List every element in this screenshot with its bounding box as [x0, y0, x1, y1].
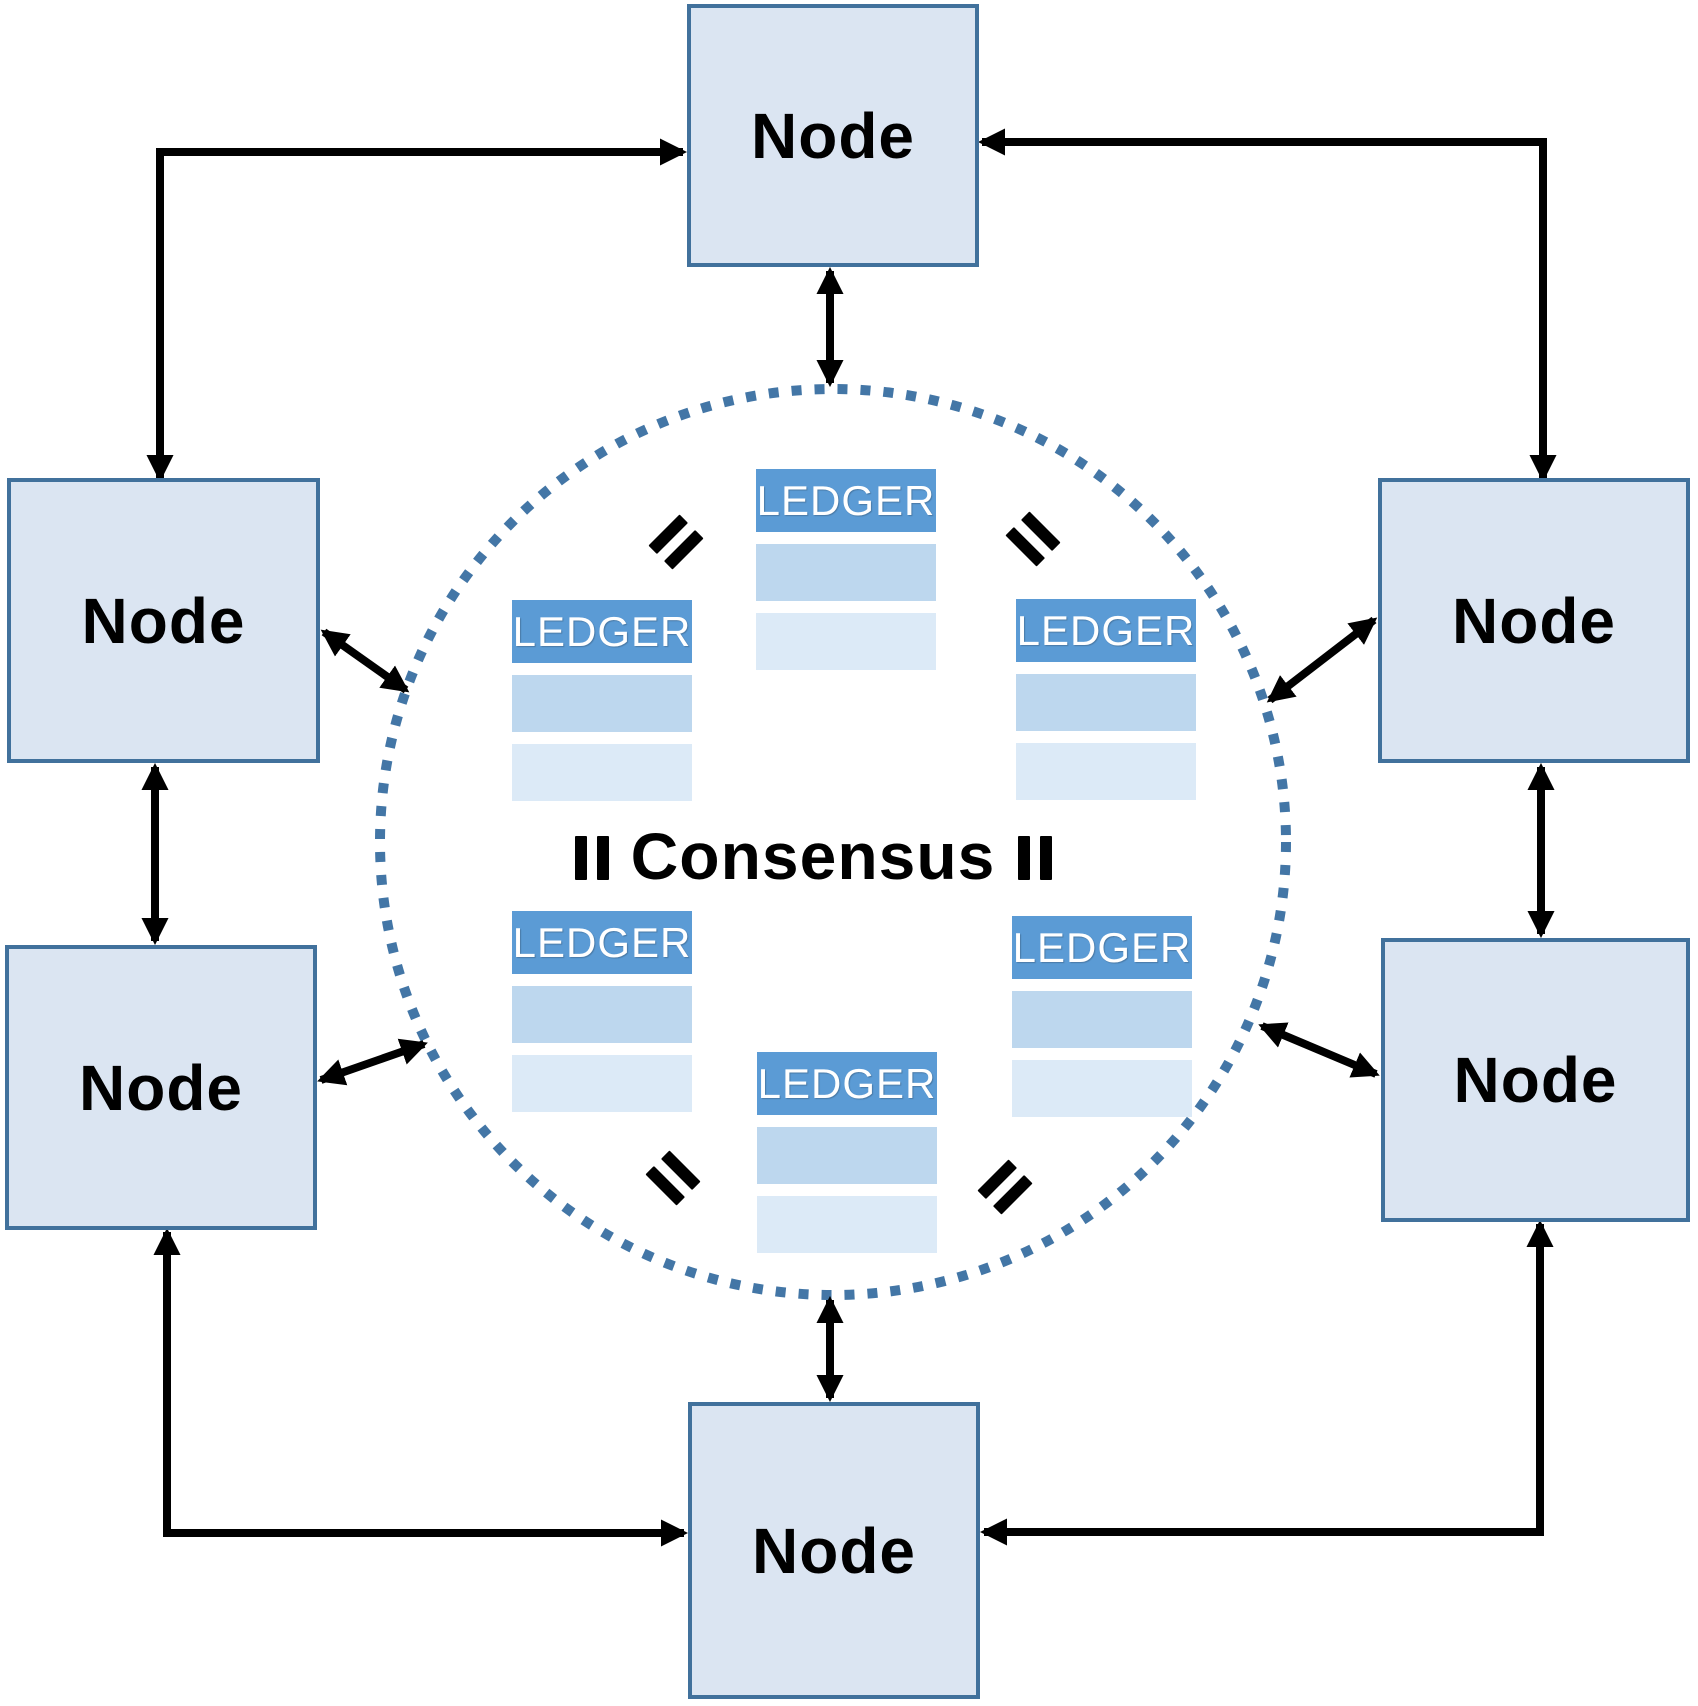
equals-icon [977, 1159, 1033, 1215]
ledger-row [756, 544, 936, 601]
arrow-upperright-to-top [977, 128, 1557, 483]
ledger-row [757, 1127, 937, 1184]
node-box-lower-left: Node [5, 945, 317, 1230]
arrow-upperright-node-to-circle [1266, 616, 1378, 704]
equals-icon [648, 514, 704, 570]
ledger-row [512, 744, 692, 801]
ledger-header: LEDGER [1016, 599, 1196, 662]
ledger-row [756, 613, 936, 670]
ledger-header: LEDGER [1012, 916, 1192, 979]
ledger-header: LEDGER [512, 911, 692, 974]
node-label: Node [752, 1514, 916, 1587]
ledger-row [512, 986, 692, 1043]
ledger-table-lower-right: LEDGER [1012, 916, 1192, 1117]
ledger-row [1016, 743, 1196, 800]
node-label: Node [1452, 584, 1616, 657]
equals-icon [645, 1150, 701, 1206]
arrow-lowerleft-to-bottom [153, 1227, 689, 1547]
ledger-row [1012, 991, 1192, 1048]
ledger-table-bottom-center: LEDGER [757, 1052, 937, 1253]
consensus-label: Consensus [630, 819, 996, 893]
node-box-lower-right: Node [1381, 938, 1690, 1222]
ledger-row [1016, 674, 1196, 731]
ledger-table-upper-left: LEDGER [512, 600, 692, 801]
ledger-table-upper-right: LEDGER [1016, 599, 1196, 800]
ledger-row [512, 675, 692, 732]
ledger-row [1012, 1060, 1192, 1117]
equals-icon [1018, 836, 1052, 880]
node-box-upper-left: Node [7, 478, 320, 763]
equals-bar [1040, 836, 1052, 880]
arrow-lowerright-node-to-circle [1258, 1022, 1380, 1078]
node-box-top: Node [687, 4, 979, 267]
node-box-bottom: Node [688, 1402, 980, 1699]
ledger-row [757, 1196, 937, 1253]
ledger-row [512, 1055, 692, 1112]
node-label: Node [79, 1051, 243, 1124]
arrow-lowerleft-node-to-circle [317, 1038, 428, 1086]
ledger-table-lower-left: LEDGER [512, 911, 692, 1112]
ledger-header: LEDGER [756, 469, 936, 532]
arrow-lowerright-to-bottom [979, 1219, 1554, 1546]
node-label: Node [1453, 1044, 1618, 1116]
equals-bar [575, 836, 587, 880]
node-label: Node [81, 584, 246, 657]
node-box-upper-right: Node [1378, 478, 1690, 763]
arrow-upperleft-node-to-circle [320, 628, 410, 694]
ledger-table-top-center: LEDGER [756, 469, 936, 670]
ledger-header: LEDGER [757, 1052, 937, 1115]
node-label: Node [751, 99, 915, 172]
equals-icon [1005, 511, 1061, 567]
ledger-header: LEDGER [512, 600, 692, 663]
arrow-upperleft-to-top [146, 138, 688, 483]
